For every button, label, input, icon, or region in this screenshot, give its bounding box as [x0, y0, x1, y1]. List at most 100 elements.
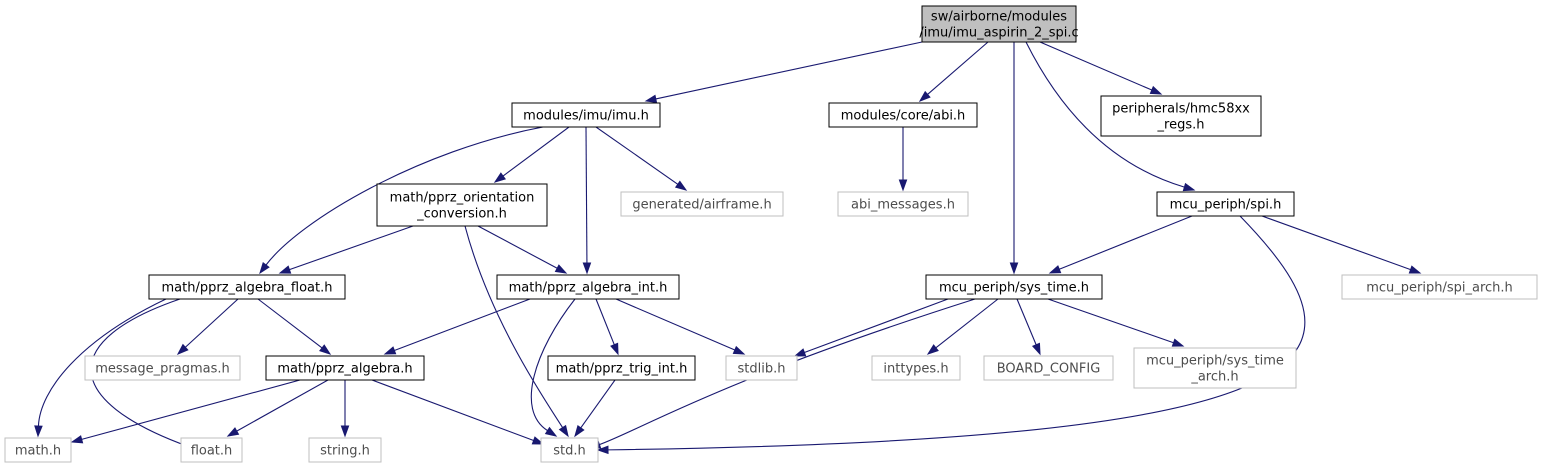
node-imu[interactable]: modules/imu/imu.h	[511, 102, 661, 128]
edge-imu-to-aint	[582, 126, 592, 275]
node-label: mcu_periph/sys_time	[1146, 354, 1284, 369]
edge-line	[464, 225, 564, 428]
node-box	[725, 355, 798, 381]
node-box	[620, 191, 784, 217]
node-box	[1156, 191, 1295, 217]
node-label: string.h	[320, 444, 370, 459]
node-alg[interactable]: math/pprz_algebra.h	[265, 355, 425, 381]
node-orient[interactable]: math/pprz_orientation_conversion.h	[376, 183, 548, 227]
node-label: _conversion.h	[416, 207, 507, 222]
arrowhead	[278, 265, 292, 274]
arrowhead	[70, 435, 84, 444]
edge-alg-to-floath	[226, 379, 329, 437]
node-box	[84, 355, 241, 381]
arrowhead	[644, 94, 658, 104]
arrowhead	[558, 424, 569, 438]
node-root[interactable]: sw/airborne/modules/imu/imu_aspirin_2_sp…	[919, 5, 1079, 43]
node-box	[511, 102, 661, 128]
arrowhead	[582, 262, 592, 275]
node-label: math/pprz_algebra_float.h	[162, 281, 333, 296]
node-box	[871, 355, 961, 381]
arrowhead	[918, 90, 931, 102]
edge-line	[1059, 215, 1193, 270]
arrowhead	[1031, 342, 1041, 356]
edge-line	[595, 298, 615, 345]
edge-imu-to-orient	[493, 126, 570, 183]
node-box	[540, 437, 599, 463]
edge-line	[185, 298, 239, 348]
edge-aint-to-alg	[383, 298, 531, 355]
edge-line	[595, 126, 679, 185]
node-label: mcu_periph/spi_arch.h	[1366, 281, 1513, 296]
node-label: _arch.h	[1190, 370, 1238, 385]
node-box	[265, 355, 425, 381]
node-stdh: std.h	[540, 437, 599, 463]
node-label: abi_messages.h	[851, 198, 955, 213]
edge-root-to-imu	[644, 41, 923, 104]
edge-line	[655, 41, 923, 100]
node-floath: float.h	[180, 437, 243, 463]
node-msgprag: message_pragmas.h	[84, 355, 241, 381]
edge-line	[1261, 215, 1411, 271]
edge-orient-to-stdh	[464, 225, 569, 438]
arrowhead	[1009, 262, 1019, 275]
node-spi[interactable]: mcu_periph/spi.h	[1156, 191, 1295, 217]
arrowhead	[1408, 265, 1422, 274]
node-box	[983, 355, 1114, 381]
edge-systime-to-stdlib	[793, 298, 949, 357]
arrowhead	[340, 425, 350, 438]
node-label: sw/airborne/modules	[931, 10, 1067, 25]
arrowhead	[898, 179, 908, 192]
node-label: mcu_periph/sys_time.h	[939, 281, 1089, 296]
node-box	[308, 437, 382, 463]
node-abimsg: abi_messages.h	[837, 191, 969, 217]
arrowhead	[1048, 265, 1062, 274]
node-label: message_pragmas.h	[95, 362, 230, 377]
node-afloat[interactable]: math/pprz_algebra_float.h	[148, 274, 346, 300]
edge-alg-to-stdh	[371, 379, 545, 445]
edge-line	[804, 298, 949, 354]
edge-afloat-to-mathh	[34, 298, 167, 438]
edge-line	[1025, 41, 1185, 188]
node-label: generated/airframe.h	[632, 198, 771, 213]
node-systime[interactable]: mcu_periph/sys_time.h	[925, 274, 1103, 300]
node-abi[interactable]: modules/core/abi.h	[828, 102, 978, 128]
node-box	[837, 191, 969, 217]
arrowhead	[1149, 85, 1163, 95]
node-label: modules/core/abi.h	[841, 109, 966, 124]
arrowhead	[544, 426, 558, 437]
node-spiarch: mcu_periph/spi_arch.h	[1341, 274, 1538, 300]
node-aint[interactable]: math/pprz_algebra_int.h	[496, 274, 680, 300]
edge-line	[580, 379, 616, 429]
edge-root-to-spi	[1025, 41, 1196, 192]
arrowhead	[596, 445, 609, 455]
edge-line	[927, 41, 989, 95]
arrowhead	[259, 262, 270, 275]
arrowhead	[493, 172, 506, 183]
edge-orient-to-aint	[477, 225, 568, 274]
edge-orient-to-afloat	[278, 225, 414, 274]
edge-aint-to-trig	[595, 298, 619, 356]
node-trig[interactable]: math/pprz_trig_int.h	[547, 355, 696, 381]
node-box	[180, 437, 243, 463]
nodes-layer: sw/airborne/modules/imu/imu_aspirin_2_sp…	[4, 5, 1538, 463]
arrowhead	[926, 344, 939, 355]
edge-afloat-to-msgprag	[176, 298, 239, 355]
edge-systime-to-inttypes	[926, 298, 999, 355]
edge-line	[289, 225, 414, 271]
edge-line	[599, 298, 976, 446]
node-systimearch: mcu_periph/sys_time_arch.h	[1133, 347, 1297, 389]
edge-alg-to-stringh	[340, 380, 350, 438]
edge-line	[265, 126, 544, 266]
edge-root-to-abi	[918, 41, 989, 102]
node-label: peripherals/hmc58xx	[1112, 102, 1250, 117]
edge-line	[257, 298, 323, 349]
edge-line	[37, 298, 167, 427]
node-stdlib: stdlib.h	[725, 355, 798, 381]
edge-line	[502, 126, 570, 177]
node-hmc[interactable]: peripherals/hmc58xx_regs.h	[1100, 95, 1262, 137]
edge-spi-to-systime	[1048, 215, 1193, 274]
edge-line	[935, 298, 999, 349]
edge-line	[1016, 298, 1037, 345]
